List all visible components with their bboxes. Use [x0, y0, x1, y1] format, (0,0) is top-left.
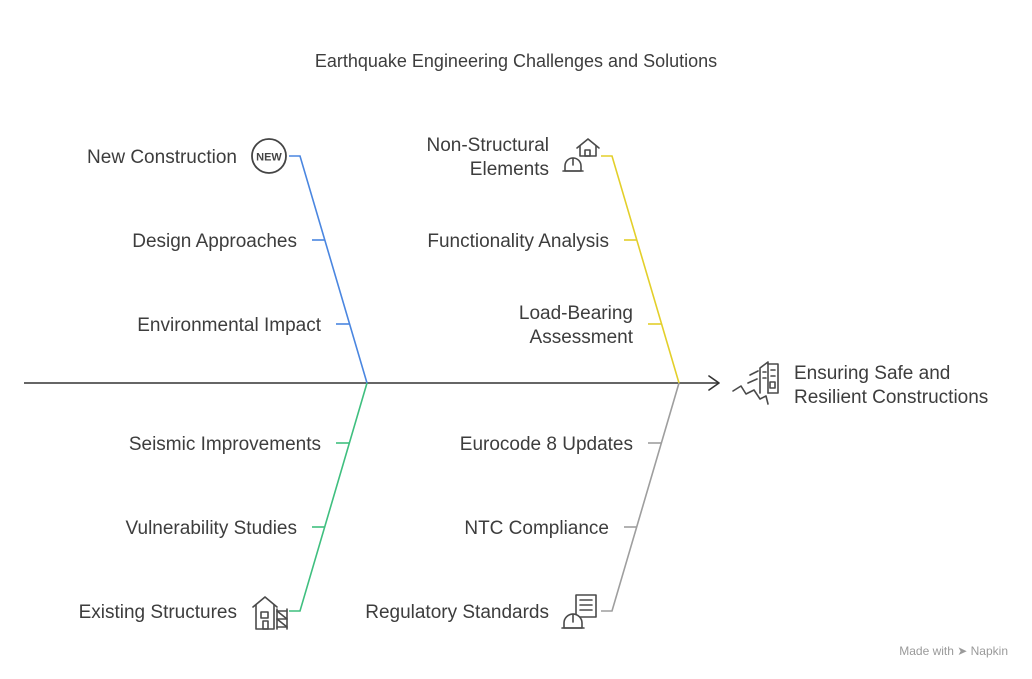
building-collapse-icon — [732, 361, 779, 405]
document-hardhat-icon — [561, 594, 597, 629]
branch-non-structural: Non-Structural Elements Functionality An… — [427, 135, 680, 384]
new-badge-icon: NEW — [251, 138, 287, 174]
house-hardhat-icon — [562, 138, 600, 172]
branch-head-non-structural-line1: Non-Structural — [427, 135, 550, 156]
cause-load-bearing-line1: Load-Bearing — [519, 303, 633, 324]
cause-vulnerability-studies: Vulnerability Studies — [126, 518, 297, 539]
diagram-title: Earthquake Engineering Challenges and So… — [315, 51, 717, 71]
branch-line-regulatory-standards — [601, 382, 680, 612]
cause-seismic-improvements: Seismic Improvements — [129, 434, 321, 455]
branch-existing-structures: Seismic Improvements Vulnerability Studi… — [79, 382, 368, 630]
branch-regulatory-standards: Eurocode 8 Updates NTC Compliance Regula… — [365, 382, 680, 629]
house-scaffold-icon — [252, 596, 288, 630]
svg-text:NEW: NEW — [256, 152, 282, 164]
branch-new-construction: New Construction Design Approaches Envir… — [87, 138, 368, 384]
branch-head-new-construction: New Construction — [87, 147, 237, 168]
outcome-label-line1: Ensuring Safe and — [794, 363, 950, 384]
cause-ntc-compliance: NTC Compliance — [464, 518, 609, 539]
branch-line-new-construction — [289, 155, 368, 384]
branch-head-existing-structures: Existing Structures — [79, 602, 237, 623]
spine-arrowhead — [708, 375, 720, 391]
cause-functionality-analysis: Functionality Analysis — [427, 231, 609, 252]
watermark: Made with ➤ Napkin — [899, 644, 1008, 658]
branch-head-non-structural-line2: Elements — [470, 159, 549, 180]
cause-eurocode-8-updates: Eurocode 8 Updates — [460, 434, 633, 455]
branch-head-regulatory-standards: Regulatory Standards — [365, 602, 549, 623]
outcome-label-line2: Resilient Constructions — [794, 387, 988, 408]
branch-line-non-structural — [601, 155, 680, 384]
cause-environmental-impact: Environmental Impact — [137, 315, 321, 336]
outcome: Ensuring Safe and Resilient Construction… — [732, 361, 988, 408]
cause-design-approaches: Design Approaches — [132, 231, 297, 252]
cause-load-bearing-line2: Assessment — [530, 327, 634, 348]
branch-line-existing-structures — [289, 382, 368, 612]
